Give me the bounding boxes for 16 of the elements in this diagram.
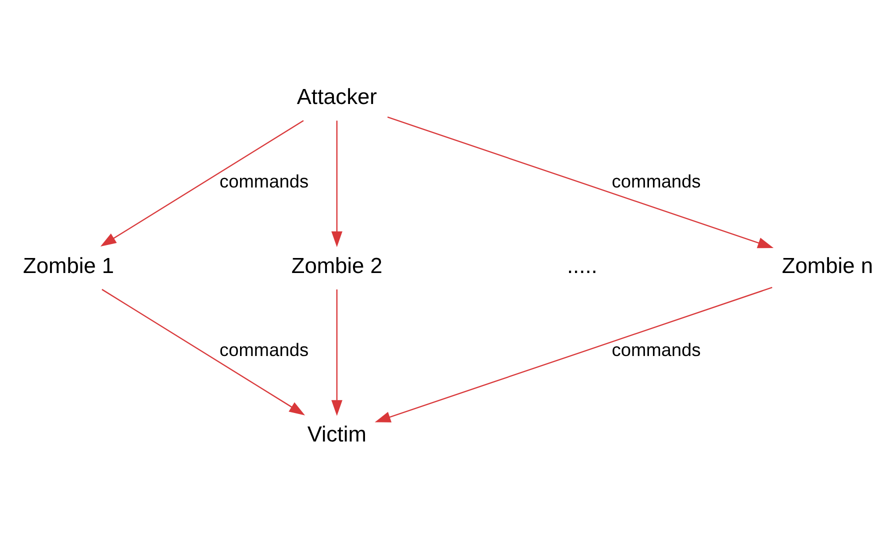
node-text: Zombie n (782, 252, 873, 278)
edge-label: commands (612, 171, 701, 192)
node-text: Attacker (296, 84, 377, 110)
arrow (331, 289, 342, 416)
node-text: Victim (307, 422, 366, 447)
arrow (102, 288, 306, 416)
arrow (387, 116, 774, 248)
arrow (374, 286, 772, 422)
node-text: Zombie 2 (291, 252, 382, 278)
arrow (100, 120, 304, 247)
arrow (331, 120, 342, 248)
edge-label: commands (612, 340, 701, 360)
edge-label: commands (220, 171, 309, 192)
label: ..... (567, 252, 598, 278)
edge-label: commands (220, 340, 309, 360)
node-text: Zombie 1 (23, 252, 114, 278)
